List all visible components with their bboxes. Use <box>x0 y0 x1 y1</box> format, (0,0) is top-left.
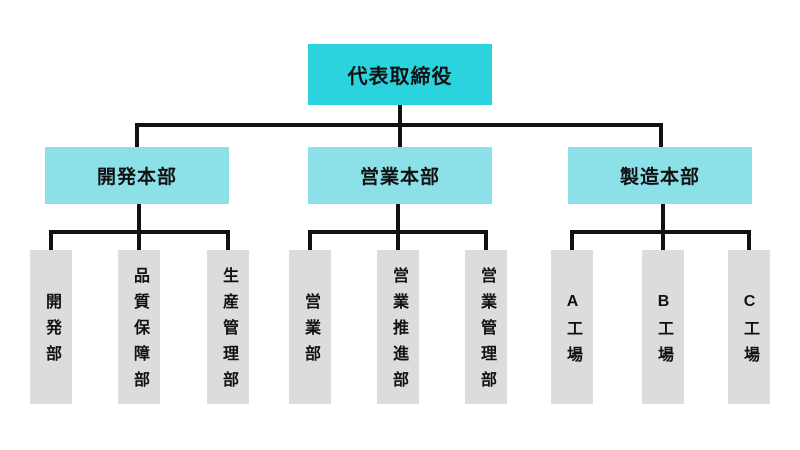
org-node-manufacturing-division-label: 製造本部 <box>619 167 700 188</box>
org-node-ceo-label: 代表取締役 <box>347 66 453 88</box>
org-node-production-control-dept-label: 生産管理部 <box>220 267 237 397</box>
org-node-development-dept-label: 開発部 <box>43 293 60 371</box>
org-node-development-division: 開発本部 <box>45 147 229 204</box>
org-node-factory-b: B工場 <box>642 250 684 404</box>
org-node-factory-b-label: B工場 <box>655 292 672 372</box>
org-node-sales-promotion-dept-label: 営業推進部 <box>390 267 407 397</box>
org-node-factory-c: C工場 <box>728 250 770 404</box>
org-node-development-dept: 開発部 <box>30 250 72 404</box>
org-node-quality-assurance-dept: 品質保障部 <box>118 250 160 404</box>
org-node-sales-division-label: 営業本部 <box>359 167 440 188</box>
org-node-quality-assurance-dept-label: 品質保障部 <box>131 267 148 397</box>
org-node-sales-management-dept-label: 営業管理部 <box>478 267 495 397</box>
org-node-manufacturing-division: 製造本部 <box>568 147 752 204</box>
org-node-factory-c-label: C工場 <box>741 292 758 372</box>
org-node-factory-a-label: A工場 <box>564 292 581 372</box>
org-node-sales-management-dept: 営業管理部 <box>465 250 507 404</box>
org-node-sales-dept: 営業部 <box>289 250 331 404</box>
org-node-production-control-dept: 生産管理部 <box>207 250 249 404</box>
org-node-sales-promotion-dept: 営業推進部 <box>377 250 419 404</box>
org-node-development-division-label: 開発本部 <box>96 167 177 188</box>
org-node-sales-dept-label: 営業部 <box>302 293 319 371</box>
org-node-factory-a: A工場 <box>551 250 593 404</box>
org-node-ceo: 代表取締役 <box>308 44 492 105</box>
org-node-sales-division: 営業本部 <box>308 147 492 204</box>
